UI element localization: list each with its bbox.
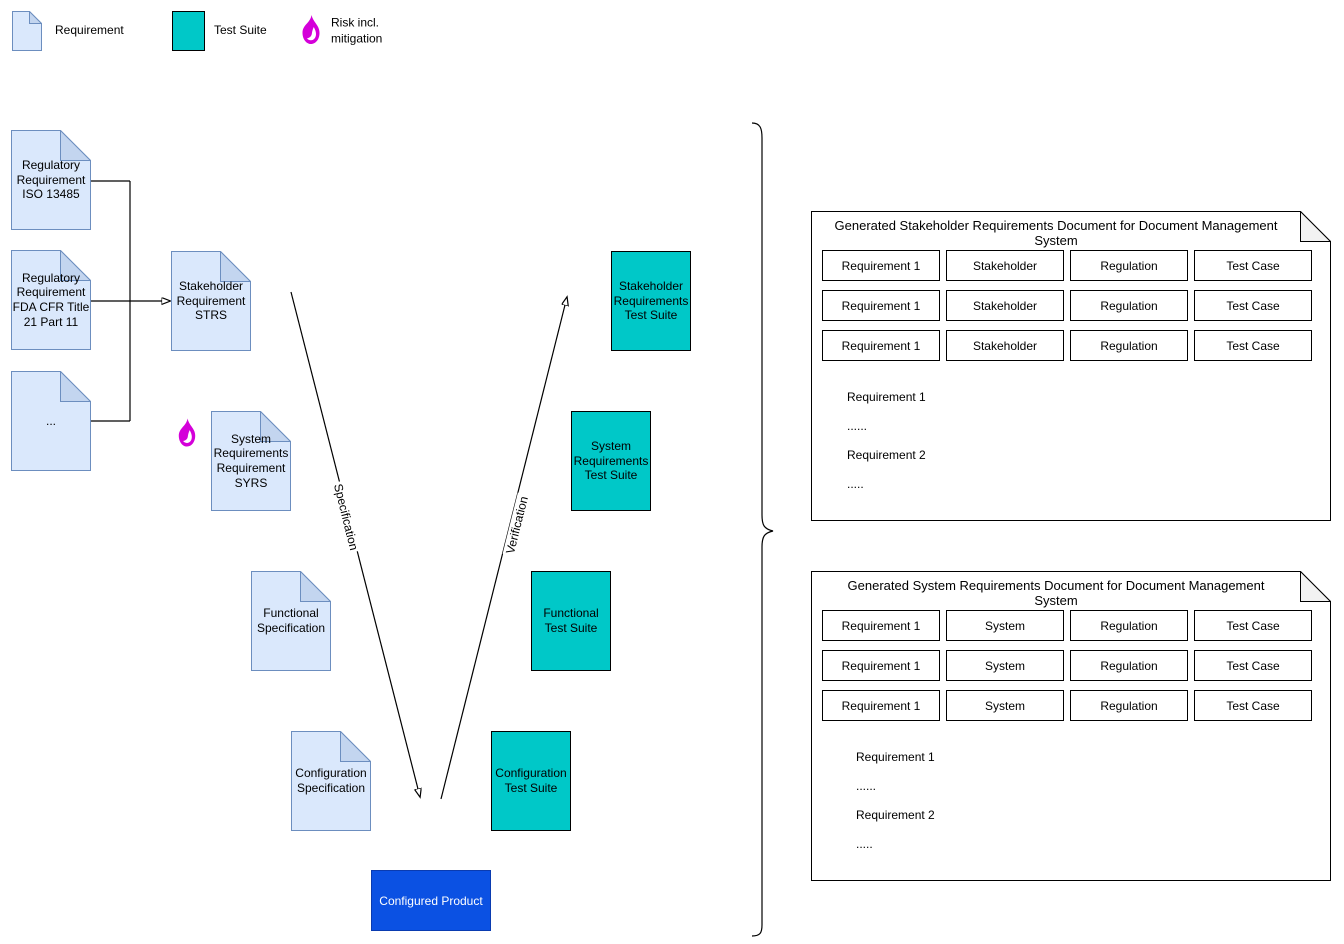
trace-row: Requirement 1 System Regulation Test Cas… xyxy=(822,690,1312,721)
body-line: ...... xyxy=(847,419,868,433)
trace-cell: Regulation xyxy=(1070,290,1188,321)
node-label: Configuration Specification xyxy=(295,766,367,795)
trace-row: Requirement 1 System Regulation Test Cas… xyxy=(822,650,1312,681)
node-configured-product: Configured Product xyxy=(371,870,491,931)
trace-cell: Regulation xyxy=(1070,610,1188,641)
document-icon xyxy=(11,371,91,471)
trace-row: Requirement 1 Stakeholder Regulation Tes… xyxy=(822,330,1312,361)
trace-cell: Regulation xyxy=(1070,650,1188,681)
trace-cell: Regulation xyxy=(1070,250,1188,281)
document-icon xyxy=(171,251,251,351)
node-label: Stakeholder Requirement STRS xyxy=(176,279,246,323)
node-label: Functional Test Suite xyxy=(543,606,599,635)
trace-cell: Test Case xyxy=(1194,650,1312,681)
trace-cell: Test Case xyxy=(1194,330,1312,361)
legend-risk-label: Risk incl. mitigation xyxy=(331,15,383,45)
trace-cell: Stakeholder xyxy=(946,250,1064,281)
body-line: Requirement 1 xyxy=(847,390,926,404)
node-label: Regulatory Requirement ISO 13485 xyxy=(16,158,86,202)
node-more-requirements: ... xyxy=(11,371,91,471)
node-label: Configured Product xyxy=(379,893,483,908)
body-line: Requirement 1 xyxy=(856,750,935,764)
document-icon xyxy=(211,411,291,511)
legend-requirement-label: Requirement xyxy=(55,23,124,38)
node-label: System Requirements Test Suite xyxy=(573,439,649,483)
trace-cell: Requirement 1 xyxy=(822,610,940,641)
node-label: Functional Specification xyxy=(256,606,326,635)
trace-cell: System xyxy=(946,690,1064,721)
body-line: Requirement 2 xyxy=(847,448,926,462)
trace-row: Requirement 1 System Regulation Test Cas… xyxy=(822,610,1312,641)
risk-flame-icon xyxy=(178,418,196,447)
generated-doc-title: Generated Stakeholder Requirements Docum… xyxy=(834,218,1278,248)
generated-system-requirements-document: Generated System Requirements Document f… xyxy=(811,571,1331,881)
trace-cell: Regulation xyxy=(1070,690,1188,721)
node-system-requirement-syrs: System Requirements Requirement SYRS xyxy=(211,411,291,511)
trace-cell: System xyxy=(946,610,1064,641)
generated-stakeholder-requirements-document: Generated Stakeholder Requirements Docum… xyxy=(811,211,1331,521)
trace-cell: Test Case xyxy=(1194,690,1312,721)
node-regulatory-requirement-iso-13485: Regulatory Requirement ISO 13485 xyxy=(11,130,91,230)
document-page-icon xyxy=(811,211,1331,521)
trace-cell: Regulation xyxy=(1070,330,1188,361)
body-line: ..... xyxy=(856,837,873,851)
legend-risk-flame-icon xyxy=(302,15,320,44)
legend-test-suite-icon xyxy=(172,11,205,51)
node-stakeholder-requirement-strs: Stakeholder Requirement STRS xyxy=(171,251,251,351)
trace-cell: Requirement 1 xyxy=(822,690,940,721)
trace-cell: Stakeholder xyxy=(946,330,1064,361)
node-label: Stakeholder Requirements Test Suite xyxy=(613,279,689,323)
node-stakeholder-requirements-test-suite: Stakeholder Requirements Test Suite xyxy=(611,251,691,351)
body-line: ...... xyxy=(856,779,877,793)
legend-requirement-icon xyxy=(12,11,42,51)
node-label: Configuration Test Suite xyxy=(495,766,567,795)
generated-doc-body: Requirement 1 ...... Requirement 2 ..... xyxy=(856,743,935,859)
node-functional-specification: Functional Specification xyxy=(251,571,331,671)
trace-cell: Requirement 1 xyxy=(822,650,940,681)
trace-cell: Requirement 1 xyxy=(822,330,940,361)
document-page-icon xyxy=(811,571,1331,881)
document-icon xyxy=(251,571,331,671)
trace-cell: Test Case xyxy=(1194,290,1312,321)
trace-cell: System xyxy=(946,650,1064,681)
trace-cell: Requirement 1 xyxy=(822,250,940,281)
node-system-requirements-test-suite: System Requirements Test Suite xyxy=(571,411,651,511)
document-icon xyxy=(11,130,91,230)
node-label: ... xyxy=(45,413,56,428)
node-label: Regulatory Requirement FDA CFR Title 21 … xyxy=(12,270,90,329)
curly-brace xyxy=(751,122,774,937)
document-icon xyxy=(291,731,371,831)
trace-cell: Requirement 1 xyxy=(822,290,940,321)
trace-cell: Test Case xyxy=(1194,610,1312,641)
trace-row: Requirement 1 Stakeholder Regulation Tes… xyxy=(822,290,1312,321)
node-functional-test-suite: Functional Test Suite xyxy=(531,571,611,671)
node-label: System Requirements Requirement SYRS xyxy=(213,431,289,490)
trace-cell: Stakeholder xyxy=(946,290,1064,321)
trace-cell: Test Case xyxy=(1194,250,1312,281)
body-line: ..... xyxy=(847,477,864,491)
document-icon xyxy=(12,11,42,51)
generated-doc-title: Generated System Requirements Document f… xyxy=(847,578,1265,608)
document-icon xyxy=(11,250,91,350)
body-line: Requirement 2 xyxy=(856,808,935,822)
node-configuration-test-suite: Configuration Test Suite xyxy=(491,731,571,831)
node-configuration-specification: Configuration Specification xyxy=(291,731,371,831)
node-regulatory-requirement-fda: Regulatory Requirement FDA CFR Title 21 … xyxy=(11,250,91,350)
trace-row: Requirement 1 Stakeholder Regulation Tes… xyxy=(822,250,1312,281)
legend-test-suite-label: Test Suite xyxy=(214,23,267,38)
generated-doc-body: Requirement 1 ...... Requirement 2 ..... xyxy=(847,383,926,499)
